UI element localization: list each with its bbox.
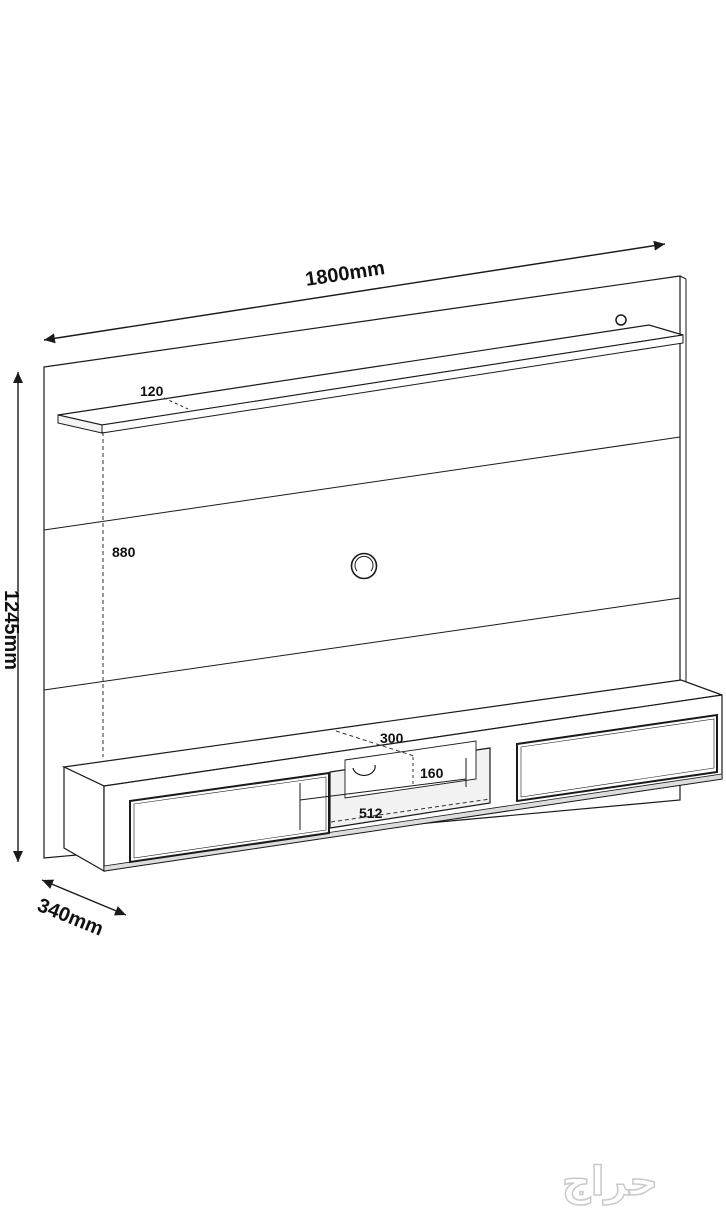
panel-seam-2 <box>43 597 681 691</box>
width-arrow <box>43 240 666 344</box>
niche-back <box>344 740 477 799</box>
niche-width-guide <box>330 798 491 823</box>
shelf-depth-label: 120 <box>140 383 164 399</box>
cable-hole-top <box>615 314 627 326</box>
niche-height-label: 160 <box>420 765 444 781</box>
base-cabinet <box>61 679 723 873</box>
niche-depth-label: 300 <box>380 730 404 746</box>
shelf-depth-guide <box>163 397 189 410</box>
cable-hole-center-inner <box>354 555 374 572</box>
shelf-edge <box>101 334 684 434</box>
left-drawer-inner <box>133 776 327 859</box>
watermark-logo: حراج <box>562 1159 658 1205</box>
width-label: 1800mm <box>304 257 386 291</box>
panel-right-edge <box>679 275 687 280</box>
niche-cable-hole <box>352 764 376 777</box>
cable-hole-center <box>350 552 378 580</box>
depth-arrow <box>41 879 127 916</box>
niche-shelf-line <box>299 778 467 801</box>
right-drawer-inner <box>520 718 715 798</box>
shelf-height-label: 880 <box>112 544 136 560</box>
niche-width-label: 512 <box>359 805 383 821</box>
panel-seam-1 <box>43 436 681 531</box>
height-label: 1245mm <box>0 590 22 670</box>
cabinet-bottom-edge <box>103 773 723 872</box>
depth-label: 340mm <box>34 894 106 940</box>
right-drawer <box>516 713 718 803</box>
left-drawer <box>129 771 330 864</box>
floating-shelf <box>57 324 684 434</box>
